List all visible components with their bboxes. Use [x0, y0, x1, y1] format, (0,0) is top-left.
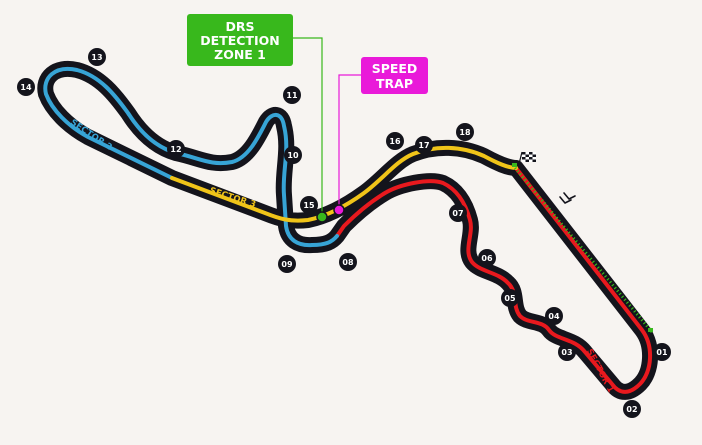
- turn-number: 06: [481, 254, 493, 263]
- turn-marker-06: 06: [478, 249, 496, 267]
- turn-number: 13: [91, 53, 102, 62]
- turn-marker-circle: [478, 249, 496, 267]
- turn-marker-circle: [278, 255, 296, 273]
- drs-leader-line: [293, 37, 323, 217]
- turn-marker-18: 18: [456, 123, 474, 141]
- turn-marker-circle: [386, 132, 404, 150]
- speed-trap-callout-box: [361, 57, 428, 94]
- track-outline-path: [37, 60, 658, 400]
- turn-number: 11: [286, 91, 298, 100]
- turn-marker-10: 10: [284, 146, 302, 164]
- drs-callout-line-3: ZONE 1: [214, 47, 266, 62]
- turn-marker-circle: [653, 343, 671, 361]
- turn-number: 12: [170, 145, 181, 154]
- turn-number: 04: [548, 312, 560, 321]
- turn-number: 15: [303, 201, 315, 210]
- drs-callout-line-1: DRS: [225, 19, 254, 34]
- turn-number: 16: [389, 137, 401, 146]
- turn-marker-03: 03: [558, 343, 576, 361]
- turn-marker-circle: [415, 136, 433, 154]
- track-outline: [37, 60, 658, 400]
- drs-callout-line-2: DETECTION: [200, 33, 279, 48]
- turn-number: 07: [452, 209, 463, 218]
- turn-marker-circle: [167, 140, 185, 158]
- drs-zone-dotted-line: [513, 167, 654, 333]
- turn-marker-circle: [283, 86, 301, 104]
- turn-marker-12: 12: [167, 140, 185, 158]
- turn-marker-16: 16: [386, 132, 404, 150]
- turn-marker-circle: [623, 400, 641, 418]
- turn-marker-04: 04: [545, 307, 563, 325]
- turn-marker-13: 13: [88, 48, 106, 66]
- turn-marker-14: 14: [17, 78, 35, 96]
- track-sectors: [43, 66, 652, 394]
- turn-marker-11: 11: [283, 86, 301, 104]
- drs-end-marker: [648, 328, 653, 332]
- turn-marker-circle: [501, 289, 519, 307]
- turn-marker-circle: [339, 253, 357, 271]
- turn-number: 08: [342, 258, 354, 267]
- turn-marker-05: 05: [501, 289, 519, 307]
- turn-marker-09: 09: [278, 255, 296, 273]
- turn-marker-circle: [449, 204, 467, 222]
- turn-number: 01: [656, 348, 668, 357]
- turn-marker-circle: [17, 78, 35, 96]
- turn-number: 17: [418, 141, 429, 150]
- turn-marker-circle: [456, 123, 474, 141]
- start-line-marker: [512, 163, 517, 167]
- turn-marker-circle: [300, 196, 318, 214]
- drs-callout-box: [187, 14, 293, 66]
- turn-marker-circle: [88, 48, 106, 66]
- turn-markers: 01 02 03 04 05 06 07 08 09 10 11 12 13 14 15 16 17 18: [17, 48, 671, 418]
- turn-number: 09: [281, 260, 293, 269]
- turn-marker-07: 07: [449, 204, 467, 222]
- turn-marker-circle: [558, 343, 576, 361]
- sector-3-line: [170, 145, 518, 223]
- turn-number: 18: [459, 128, 471, 137]
- turn-number: 10: [287, 151, 299, 160]
- drs-detection-point: [316, 211, 328, 223]
- speed-trap-callout: SPEED TRAP: [361, 57, 428, 94]
- turn-marker-15: 15: [300, 196, 318, 214]
- turn-number: 14: [20, 83, 32, 92]
- speed-trap-line-2: TRAP: [376, 76, 413, 91]
- speed-trap-line-1: SPEED: [372, 61, 418, 76]
- turn-marker-02: 02: [623, 400, 641, 418]
- speed-trap-leader-line: [338, 74, 362, 209]
- turn-marker-17: 17: [415, 136, 433, 154]
- checkered-flag-icon: [518, 151, 536, 165]
- sector-2-line: [43, 66, 339, 248]
- turn-number: 03: [561, 348, 572, 357]
- turn-marker-circle: [545, 307, 563, 325]
- turn-marker-08: 08: [339, 253, 357, 271]
- turn-number: 02: [626, 405, 637, 414]
- double-chevron-right-icon: [559, 192, 576, 204]
- drs-callout: DRS DETECTION ZONE 1: [187, 14, 293, 66]
- turn-marker-circle: [284, 146, 302, 164]
- turn-marker-01: 01: [653, 343, 671, 361]
- sector-1-line: [335, 166, 652, 394]
- speed-trap-point: [333, 204, 345, 216]
- turn-number: 05: [504, 294, 516, 303]
